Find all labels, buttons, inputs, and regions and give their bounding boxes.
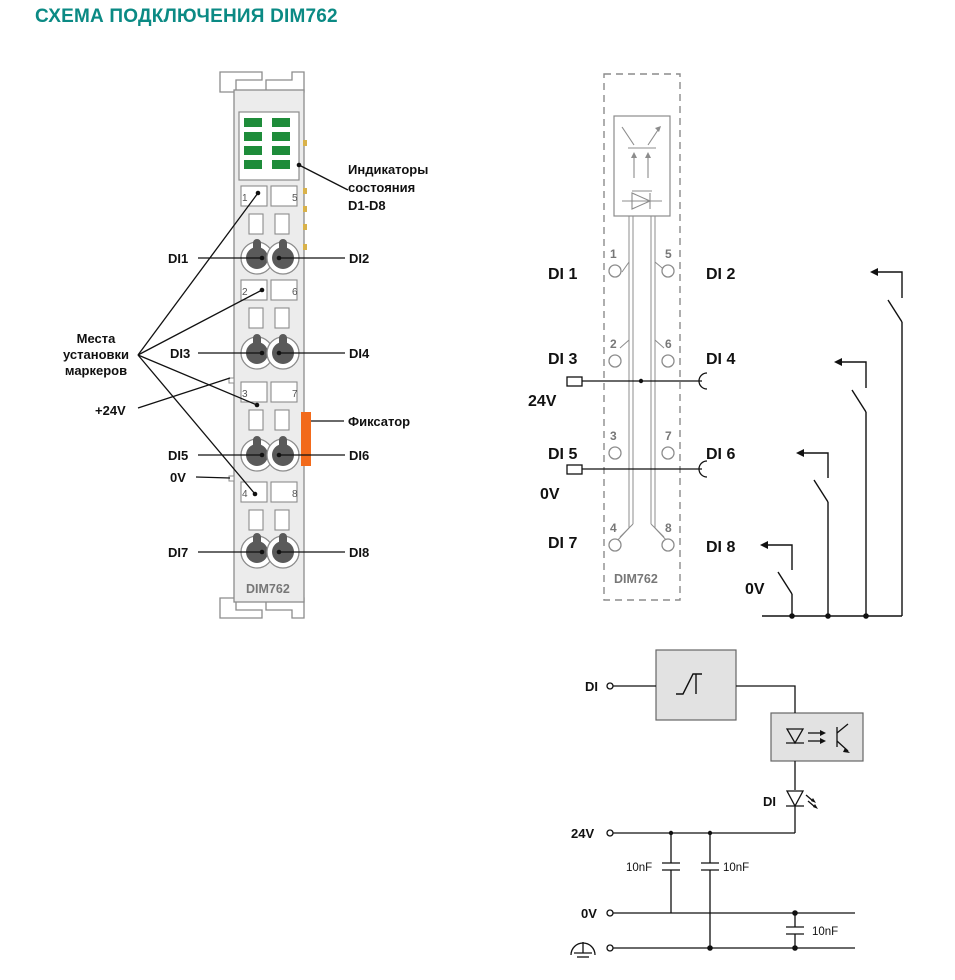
circuit-di-label: DI <box>585 679 598 694</box>
wiring-pin-number: 2 <box>610 337 617 351</box>
wiring-pin-number: 4 <box>610 521 617 535</box>
wiring-pin-number: 5 <box>665 247 672 261</box>
wiring-supply-pos: 24V <box>528 393 557 410</box>
wiring-pin <box>608 446 622 460</box>
input-label-di7: DI7 <box>168 545 188 560</box>
wiring-pin-number: 1 <box>610 247 617 261</box>
marker-number: 8 <box>292 489 298 500</box>
wiring-pins: 1 5 2 6 3 7 4 8 <box>608 247 675 552</box>
page-title: СХЕМА ПОДКЛЮЧЕНИЯ DIM762 <box>35 6 338 27</box>
wiring-di2: DI 2 <box>706 266 735 283</box>
circuit-led-label: DI <box>763 794 776 809</box>
callout-lines <box>137 164 349 553</box>
wiring-pin <box>661 446 675 460</box>
wiring-di1: DI 1 <box>548 266 577 283</box>
input-label-di2: DI2 <box>349 251 369 266</box>
marker-number: 1 <box>242 193 248 204</box>
wiring-pin <box>661 354 675 368</box>
input-label-di8: DI8 <box>349 545 369 560</box>
wiring-pin <box>661 538 675 552</box>
callout-dots <box>252 162 302 555</box>
optocoupler-symbol <box>613 115 671 217</box>
optocoupler-block <box>770 712 864 762</box>
wiring-supply-neg: 0V <box>540 486 560 503</box>
input-circuit <box>570 649 864 958</box>
marker-number: 3 <box>242 389 248 400</box>
wiring-diagram <box>566 73 708 601</box>
marker-number: 6 <box>292 287 298 298</box>
switch-common-label: 0V <box>745 581 765 598</box>
input-label-di1: DI1 <box>168 251 188 266</box>
wiring-di5: DI 5 <box>548 446 577 463</box>
wiring-pin <box>608 264 622 278</box>
wiring-pin <box>608 354 622 368</box>
latch[interactable] <box>301 412 311 466</box>
cap1-label: 10nF <box>626 862 652 874</box>
external-switches <box>762 271 903 617</box>
marker-number: 7 <box>292 389 298 400</box>
supply-neg-label: 0V <box>170 470 186 485</box>
wiring-pin <box>661 264 675 278</box>
wiring-di8: DI 8 <box>706 539 735 556</box>
protective-earth-icon <box>570 942 596 958</box>
wiring-pin-number: 7 <box>665 429 672 443</box>
switch-arrows <box>760 268 878 619</box>
circuit-24v-label: 24V <box>571 826 594 841</box>
wiring-pin-number: 3 <box>610 429 617 443</box>
markers-label-2: установки <box>63 347 129 362</box>
wiring-di7: DI 7 <box>548 535 577 552</box>
input-label-di4: DI4 <box>349 346 370 361</box>
marker-number: 5 <box>292 193 298 204</box>
indicators-label-2: состояния <box>348 180 415 195</box>
wiring-di4: DI 4 <box>706 351 735 368</box>
input-label-di5: DI5 <box>168 448 188 463</box>
cap3-label: 10nF <box>812 926 838 938</box>
markers-label-3: маркеров <box>65 363 127 378</box>
indicators-label-3: D1-D8 <box>348 198 386 213</box>
wiring-pin <box>608 538 622 552</box>
terminal-blocks: 1 5 2 6 3 7 4 8 <box>240 185 300 569</box>
input-label-di3: DI3 <box>170 346 190 361</box>
circuit-0v-label: 0V <box>581 906 597 921</box>
supply-pos-label: +24V <box>95 403 126 418</box>
wiring-module-name: DIM762 <box>614 572 658 586</box>
wiring-di3: DI 3 <box>548 351 577 368</box>
latch-label: Фиксатор <box>348 414 410 429</box>
wiring-di6: DI 6 <box>706 446 735 463</box>
indicators-label-1: Индикаторы <box>348 162 428 177</box>
cap2-label: 10nF <box>723 862 749 874</box>
markers-label-1: Места <box>77 331 116 346</box>
marker-number: 2 <box>242 287 248 298</box>
input-label-di6: DI6 <box>349 448 369 463</box>
wiring-pin-number: 6 <box>665 337 672 351</box>
module-name: DIM762 <box>246 582 290 596</box>
wiring-pin-number: 8 <box>665 521 672 535</box>
marker-number: 4 <box>242 489 248 500</box>
